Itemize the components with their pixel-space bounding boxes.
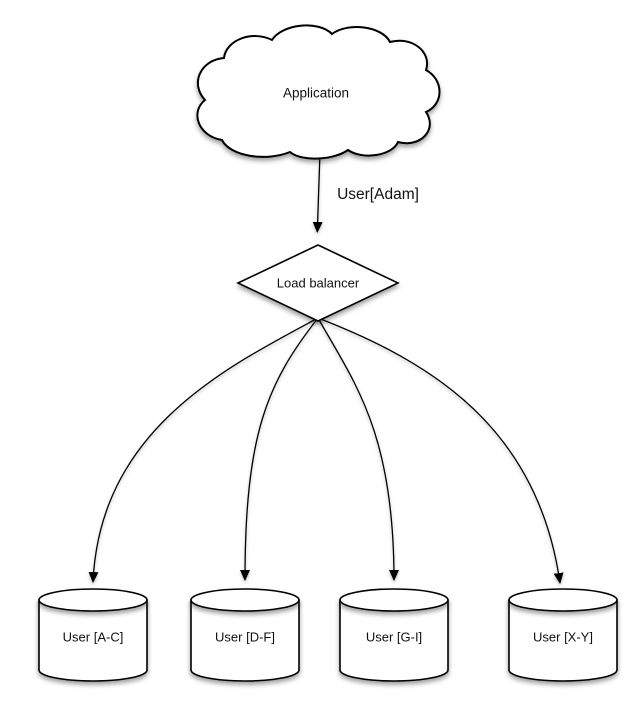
database-cylinder-shape-ac [38,588,148,682]
database-cylinder-shape-gi [339,588,449,682]
edges-group [88,151,564,584]
database-label-xy: User [X-Y] [533,629,593,645]
application-label: Application [282,85,350,101]
cylinder-top [508,588,618,612]
cylinder-top [339,588,449,612]
edge-application-to-loadbalancer [312,151,323,233]
database-label-gi: User [G-I] [365,629,423,645]
load-balancer-diamond-shape [236,244,400,322]
cylinder-top [190,588,300,612]
database-label-ac: User [A-C] [62,629,124,645]
cylinder-body [190,600,300,682]
nodes-group [38,24,618,682]
database-cylinder-shape-df [190,588,300,682]
edge-loadbalancer-to-db-ac [88,317,319,583]
edge-loadbalancer-to-db-gi [317,317,399,581]
database-cylinder-shape-xy [508,588,618,682]
cylinder-body [38,600,148,682]
cylinder-body [508,600,618,682]
edge-loadbalancer-to-db-xy [317,317,564,584]
cylinder-top [38,588,148,612]
application-cloud-shape [196,24,441,160]
database-label-df: User [D-F] [215,629,275,645]
edge-user-adam-label: User[Adam] [337,186,419,203]
load-balancer-label: Load balancer [276,275,360,291]
cylinder-body [339,600,449,682]
edge-loadbalancer-to-db-df [240,317,319,581]
